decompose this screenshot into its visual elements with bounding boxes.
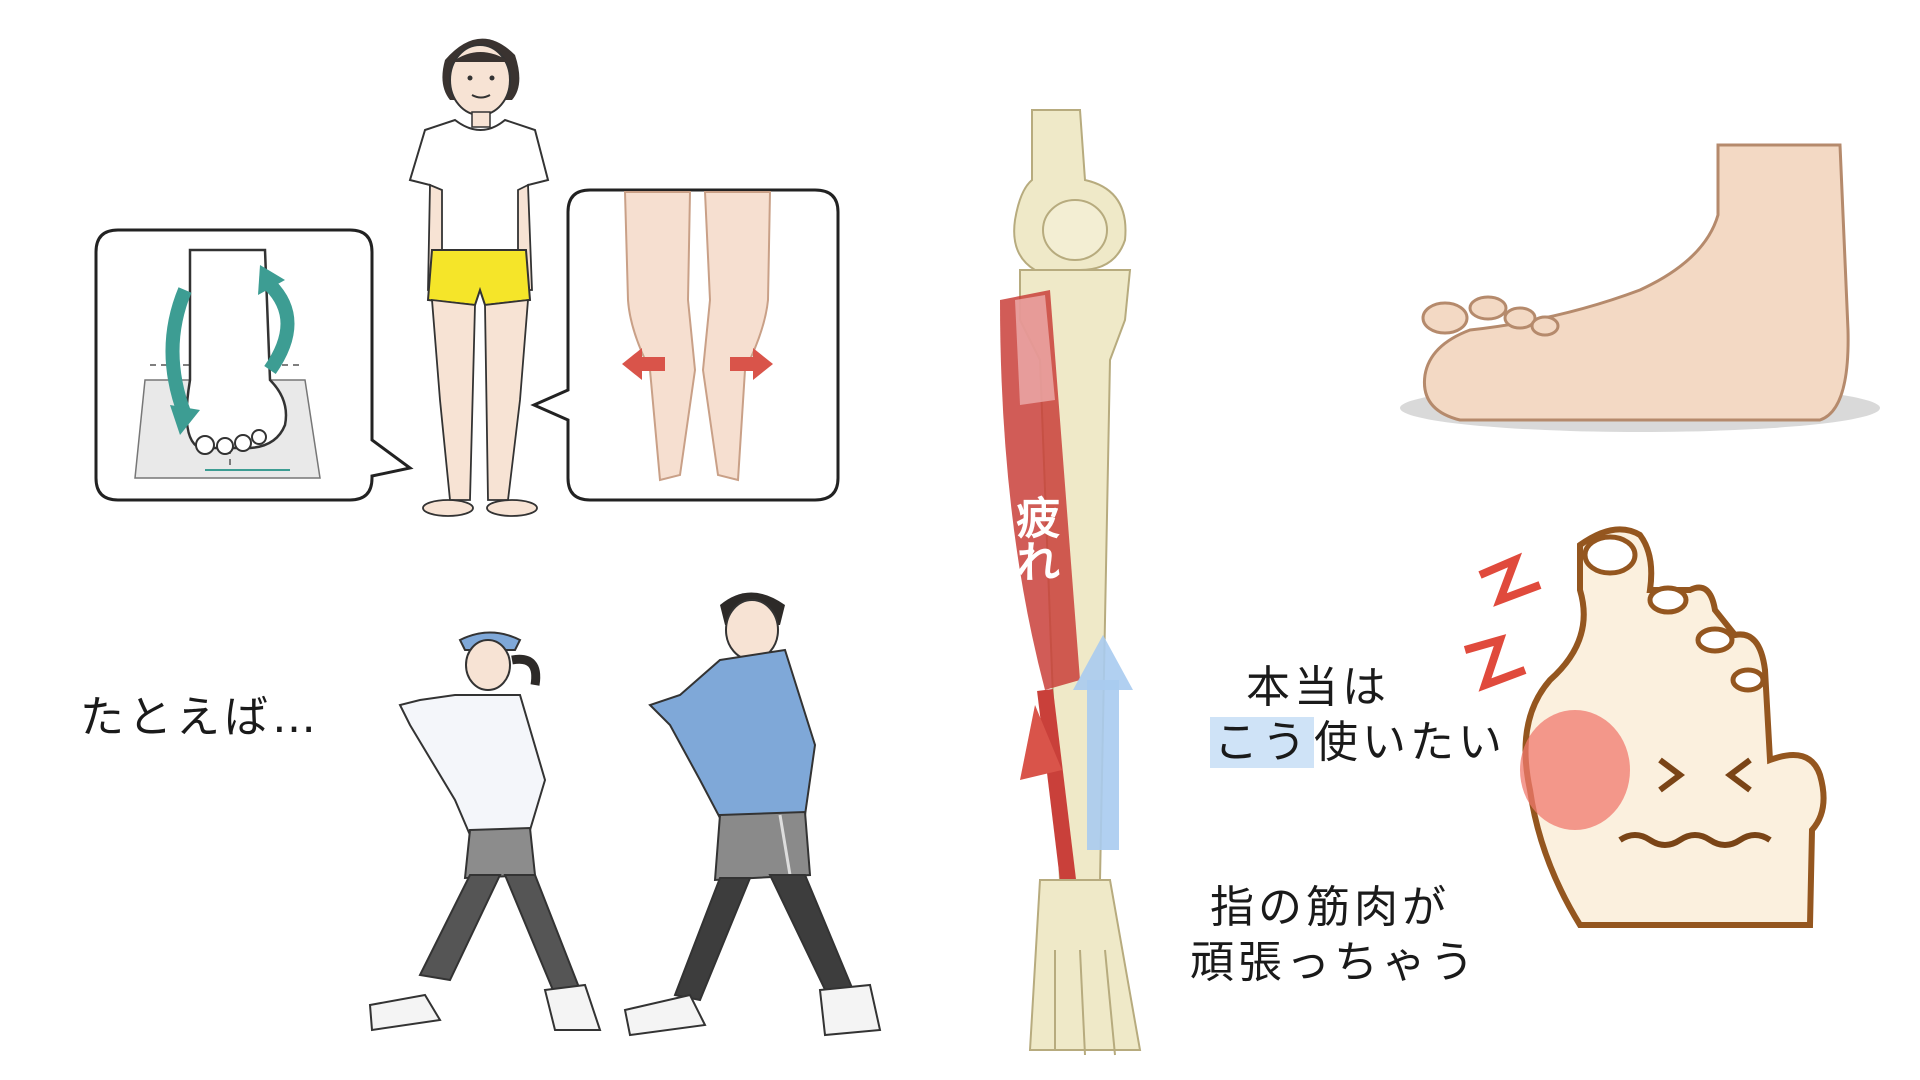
toe-muscles-line1: 指の筋肉が [1210,882,1450,933]
toe-muscles-line2: 頑張っちゃう [1190,937,1478,988]
true-intent-text: 本当は こう使いたい [1210,660,1506,770]
standing-woman-figure [408,38,550,517]
true-intent-line1: 本当は [1246,662,1390,713]
toe-muscles-text: 指の筋肉が 頑張っちゃう [1190,880,1478,990]
walking-woman-figure [368,631,602,1032]
true-intent-rest: 使いたい [1314,717,1506,768]
leg-skeleton-diagram [1000,109,1142,1056]
knee-callout [530,188,840,502]
true-intent-highlight: こう [1210,717,1314,768]
left-caption: たとえば… [80,692,320,743]
true-intent-line2: こう使いたい [1210,715,1506,770]
foot-side-view [1400,143,1880,432]
foot-rotation-callout [94,228,414,502]
fatigue-label: 疲れ [1008,495,1060,583]
walking-man-figure [623,592,882,1037]
bunion-foot [1463,526,1827,928]
